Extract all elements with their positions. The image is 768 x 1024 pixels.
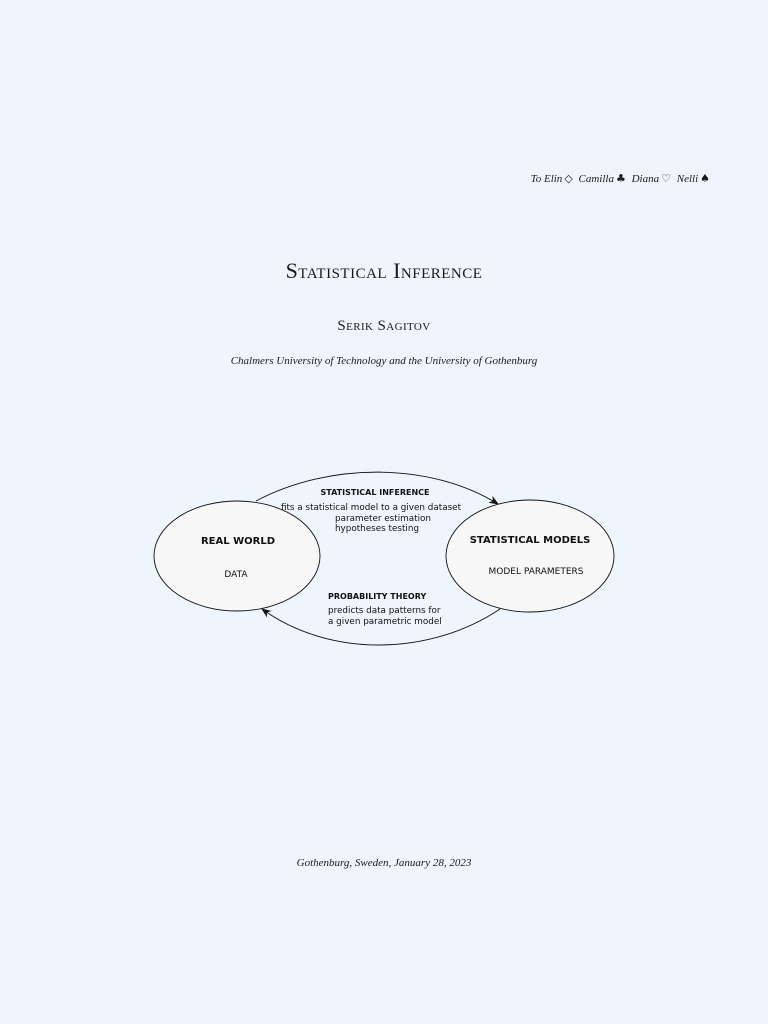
dedication-name: Diana (631, 173, 660, 185)
dedication: To Elin◇ Camilla♣ Diana♡ Nelli♠ (531, 172, 713, 185)
dedication-name: Camilla (578, 173, 614, 185)
spade-icon: ♠ (700, 172, 710, 185)
date-line: Gothenburg, Sweden, January 28, 2023 (296, 857, 472, 869)
probability-title: PROBABILITY THEORY (328, 592, 426, 601)
real-world-ellipse (153, 500, 321, 612)
diamond-icon: ◇ (564, 172, 573, 185)
statistical-models-title: STATISTICAL MODELS (470, 535, 591, 546)
heart-icon: ♡ (661, 172, 671, 185)
probability-arrow (261, 608, 501, 646)
probability-line: predicts data patterns for (328, 606, 441, 616)
dedication-prefix: To (530, 173, 542, 185)
inference-line: hypotheses testing (335, 524, 419, 534)
statistical-models-ellipse (445, 499, 615, 613)
dedication-name: Elin (543, 173, 563, 185)
inference-arrow (255, 471, 499, 505)
statistical-models-subtitle: MODEL PARAMETERS (489, 567, 584, 577)
inference-line: fits a statistical model to a given data… (281, 503, 462, 513)
author: Serik Sagitov (337, 318, 431, 334)
club-icon: ♣ (615, 172, 626, 185)
real-world-subtitle: DATA (224, 570, 248, 580)
real-world-title: REAL WORLD (201, 536, 275, 547)
affiliation: Chalmers University of Technology and th… (230, 355, 538, 367)
page-title: Statistical Inference (285, 258, 483, 283)
inference-title: STATISTICAL INFERENCE (321, 488, 430, 497)
dedication-name: Nelli (676, 173, 699, 185)
inference-line: parameter estimation (335, 514, 431, 524)
probability-line: a given parametric model (328, 617, 442, 627)
